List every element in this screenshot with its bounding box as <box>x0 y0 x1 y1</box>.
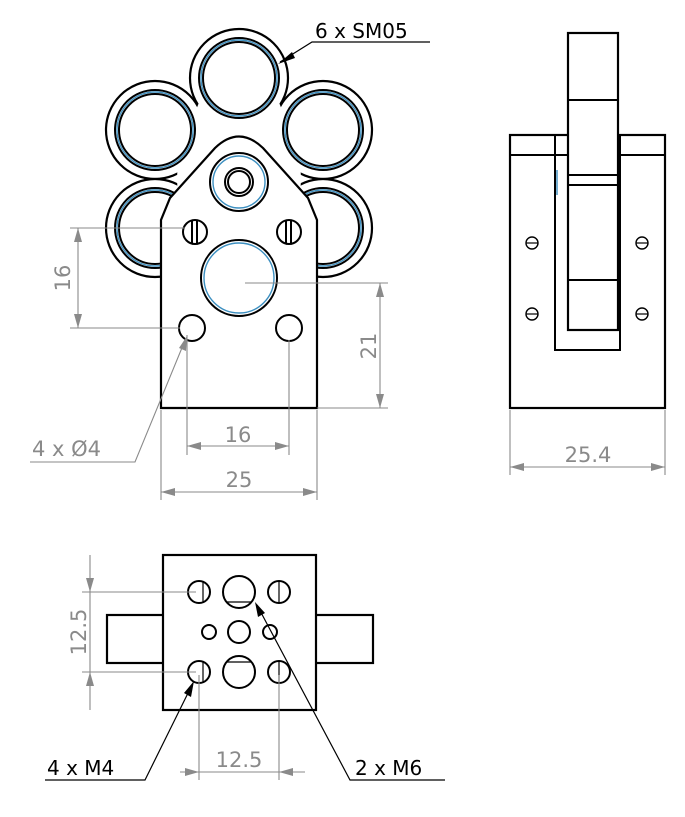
screw-hole <box>182 219 208 245</box>
callout-label: 2 x M6 <box>355 756 422 780</box>
dim-12-5-vertical: 12.5 <box>67 555 196 710</box>
callout-rings: 6 x SM05 <box>278 19 430 64</box>
dim-25-4-horizontal: 25.4 <box>509 410 666 475</box>
screw-head <box>635 307 649 321</box>
small-hole <box>262 624 278 640</box>
callout-label: 4 x Ø4 <box>32 437 101 461</box>
dim-16-vertical: 16 <box>51 227 185 329</box>
m6-hole <box>222 655 256 689</box>
top-hole <box>209 152 269 212</box>
m6-hole <box>222 575 256 609</box>
callout-m4: 4 x M4 <box>45 681 194 781</box>
bottom-view: 12.5 12.5 4 x M4 2 x M6 <box>45 553 445 781</box>
sm05-ring <box>114 89 196 171</box>
dim-label: 25.4 <box>565 443 612 467</box>
screw-head <box>525 236 539 250</box>
sm05-ring <box>282 89 364 171</box>
rosette-plate-edge <box>566 31 620 332</box>
front-plate <box>159 135 319 410</box>
callout-label: 6 x SM05 <box>315 19 408 43</box>
dim-label: 12.5 <box>216 748 263 772</box>
callout-label: 4 x M4 <box>47 756 114 780</box>
dim-label: 25 <box>226 468 253 492</box>
callout-m6: 2 x M6 <box>255 602 445 781</box>
sm05-ring <box>198 37 280 119</box>
m4-hole <box>267 580 291 604</box>
small-hole <box>201 624 217 640</box>
center-hole <box>200 239 278 317</box>
dim-label: 16 <box>225 423 252 447</box>
dim-label: 12.5 <box>67 609 91 656</box>
screw-head <box>635 236 649 250</box>
side-view: 25.4 <box>508 31 667 475</box>
dim-label: 16 <box>51 265 75 292</box>
dim-label: 21 <box>357 333 381 360</box>
front-view: 16 21 16 25 4 x Ø4 6 x SM05 <box>30 19 430 500</box>
screw-head <box>525 307 539 321</box>
dim-16-horizontal: 16 <box>186 335 290 455</box>
dim-21-vertical: 21 <box>245 282 388 409</box>
screw-hole <box>276 219 302 245</box>
dim-25-horizontal: 25 <box>160 410 318 500</box>
dim-12-5-horizontal: 12.5 <box>180 675 305 780</box>
center-hole <box>227 620 251 644</box>
callout-holes: 4 x Ø4 <box>30 336 187 463</box>
